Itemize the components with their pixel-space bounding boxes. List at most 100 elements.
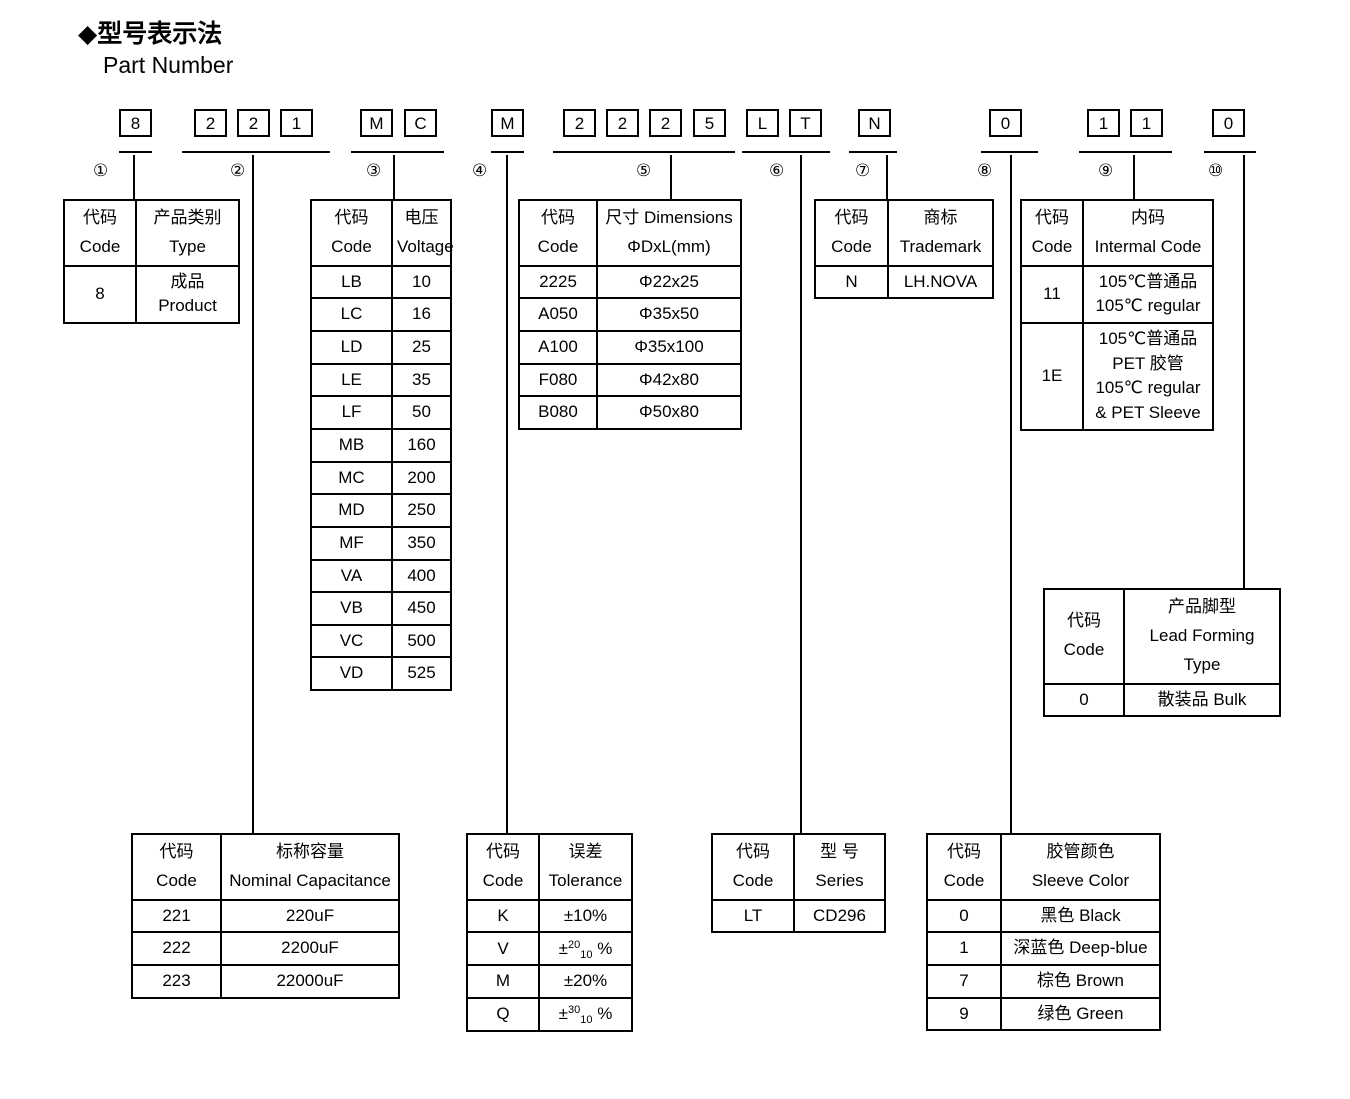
group-index-10: ⑩ bbox=[1208, 161, 1224, 180]
cell-value: Φ22x25 bbox=[596, 264, 742, 300]
connector-4 bbox=[506, 155, 508, 833]
cell-value: LH.NOVA bbox=[887, 264, 994, 300]
table-row: 8 成品 Product bbox=[63, 264, 240, 325]
group-index-9: ⑨ bbox=[1098, 161, 1114, 180]
header-value: 标称容量 Nominal Capacitance bbox=[220, 833, 400, 901]
cell-value: 500 bbox=[391, 623, 452, 659]
header-value: 误差 Tolerance bbox=[538, 833, 633, 901]
cell-value: 525 bbox=[391, 656, 452, 692]
group-index-1: ① bbox=[93, 161, 109, 180]
code-char-box: 8 bbox=[119, 109, 152, 137]
cell-code: 1 bbox=[926, 931, 1002, 967]
cell-value: ±2010 % bbox=[538, 931, 633, 967]
cell-code: 0 bbox=[926, 898, 1002, 934]
code-char-box: 0 bbox=[989, 109, 1022, 137]
table-row: K ±10% bbox=[466, 898, 633, 934]
code-char-box: M bbox=[360, 109, 393, 137]
header-code: 代码 Code bbox=[1043, 588, 1125, 685]
table-row: M ±20% bbox=[466, 964, 633, 999]
code-char-box: 1 bbox=[1087, 109, 1120, 137]
code-char-box: 2 bbox=[237, 109, 270, 137]
connector-10 bbox=[1243, 155, 1245, 593]
group-index-3: ③ bbox=[366, 161, 382, 180]
table-row: N LH.NOVA bbox=[814, 264, 994, 300]
cell-code: 1E bbox=[1020, 322, 1084, 431]
cell-value: 350 bbox=[391, 525, 452, 561]
cell-value: Φ50x80 bbox=[596, 395, 742, 430]
group-bracket-3 bbox=[351, 151, 444, 153]
header-value: 尺寸 Dimensions ΦDxL(mm) bbox=[596, 199, 742, 267]
cell-value: 105℃普通品 105℃ regular bbox=[1082, 264, 1214, 325]
cell-value: 黑色 Black bbox=[1000, 898, 1161, 934]
table-series: 代码 Code 型 号 Series LT CD296 bbox=[711, 833, 886, 934]
cell-value: 2200uF bbox=[220, 931, 400, 967]
header-code: 代码 Code bbox=[310, 199, 393, 267]
header-value: 产品类别 Type bbox=[135, 199, 240, 267]
cell-value: 400 bbox=[391, 558, 452, 594]
cell-code: N bbox=[814, 264, 889, 300]
cell-code: LC bbox=[310, 297, 393, 333]
cell-value: 10 bbox=[391, 264, 452, 300]
code-char-box: 5 bbox=[693, 109, 726, 137]
header-code: 代码 Code bbox=[711, 833, 795, 901]
cell-value: ±10% bbox=[538, 898, 633, 934]
cell-code: VD bbox=[310, 656, 393, 692]
cell-code: 11 bbox=[1020, 264, 1084, 325]
cell-code: LF bbox=[310, 395, 393, 430]
group-index-4: ④ bbox=[472, 161, 488, 180]
connector-1 bbox=[133, 155, 135, 199]
cell-value: 散装品 Bulk bbox=[1123, 682, 1281, 718]
group-index-7: ⑦ bbox=[855, 161, 871, 180]
group-index-5: ⑤ bbox=[636, 161, 652, 180]
group-bracket-1 bbox=[119, 151, 152, 153]
connector-3 bbox=[393, 155, 395, 199]
table-header-row: 代码 Code 胶管颜色 Sleeve Color bbox=[926, 833, 1161, 901]
group-bracket-8 bbox=[981, 151, 1038, 153]
cell-code: 222 bbox=[131, 931, 222, 967]
cell-value: 220uF bbox=[220, 898, 400, 934]
table-header-row: 代码 Code 标称容量 Nominal Capacitance bbox=[131, 833, 400, 901]
code-char-box: N bbox=[858, 109, 891, 137]
cell-value: 200 bbox=[391, 460, 452, 496]
table-lead-forming: 代码 Code 产品脚型 Lead Forming Type 0 散装品 Bul… bbox=[1043, 588, 1281, 718]
cell-value: 50 bbox=[391, 395, 452, 430]
code-char-box: 2 bbox=[194, 109, 227, 137]
group-bracket-2 bbox=[182, 151, 330, 153]
cell-value: Φ35x100 bbox=[596, 330, 742, 365]
table-header-row: 代码 Code 商标 Trademark bbox=[814, 199, 994, 267]
cell-code: VC bbox=[310, 623, 393, 659]
header-value: 电压 Voltage bbox=[391, 199, 454, 267]
cell-code: B080 bbox=[518, 395, 598, 430]
code-char-box: 1 bbox=[280, 109, 313, 137]
table-row: LT CD296 bbox=[711, 898, 886, 934]
header-code: 代码 Code bbox=[518, 199, 598, 267]
table-row: 11 105℃普通品 105℃ regular bbox=[1020, 264, 1214, 325]
cell-code: VB bbox=[310, 591, 393, 626]
cell-code: LE bbox=[310, 362, 393, 398]
cell-code: 221 bbox=[131, 898, 222, 934]
cell-code: 2225 bbox=[518, 264, 598, 300]
code-char-box: 1 bbox=[1130, 109, 1163, 137]
group-bracket-5 bbox=[553, 151, 735, 153]
cell-value: Φ42x80 bbox=[596, 362, 742, 398]
header-code: 代码 Code bbox=[814, 199, 889, 267]
connector-5 bbox=[670, 155, 672, 199]
code-char-box: M bbox=[491, 109, 524, 137]
header-value: 胶管颜色 Sleeve Color bbox=[1000, 833, 1161, 901]
table-row: 1E 105℃普通品 PET 胶管 105℃ regular & PET Sle… bbox=[1020, 322, 1214, 431]
